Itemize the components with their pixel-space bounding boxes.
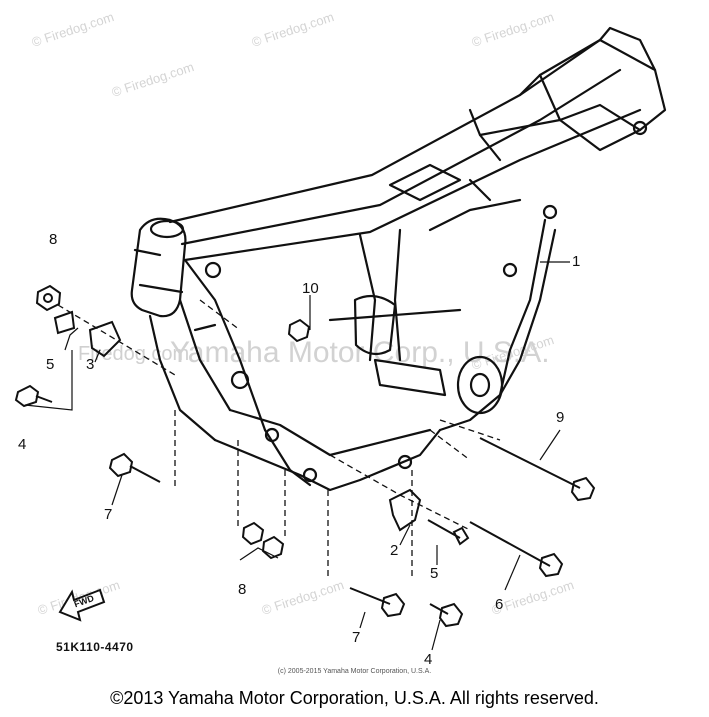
callout-10: 10 <box>302 280 319 297</box>
footer-copyright: ©2013 Yamaha Motor Corporation, U.S.A. A… <box>110 688 599 708</box>
diagram-part-number: 51K110-4470 <box>56 640 134 654</box>
callout-4-left: 4 <box>18 436 27 453</box>
callout-7-bottom: 7 <box>352 629 361 646</box>
callout-7-left: 7 <box>104 506 113 523</box>
callout-2: 2 <box>390 542 399 559</box>
callout-5-left: 5 <box>46 356 55 373</box>
fwd-arrow-icon: FWD <box>58 588 106 622</box>
callout-5-right: 5 <box>430 565 439 582</box>
watermark-firedog: Firedog.com <box>78 343 190 365</box>
callout-3: 3 <box>86 356 95 373</box>
callout-9: 9 <box>556 409 565 426</box>
callout-8-top: 8 <box>49 231 58 248</box>
callout-1: 1 <box>572 253 581 270</box>
inner-copyright: (c) 2005-2015 Yamaha Motor Corporation, … <box>277 668 432 675</box>
callout-6: 6 <box>495 596 504 613</box>
callout-8-bottom: 8 <box>238 581 247 598</box>
callout-4-bottom: 4 <box>424 651 433 668</box>
